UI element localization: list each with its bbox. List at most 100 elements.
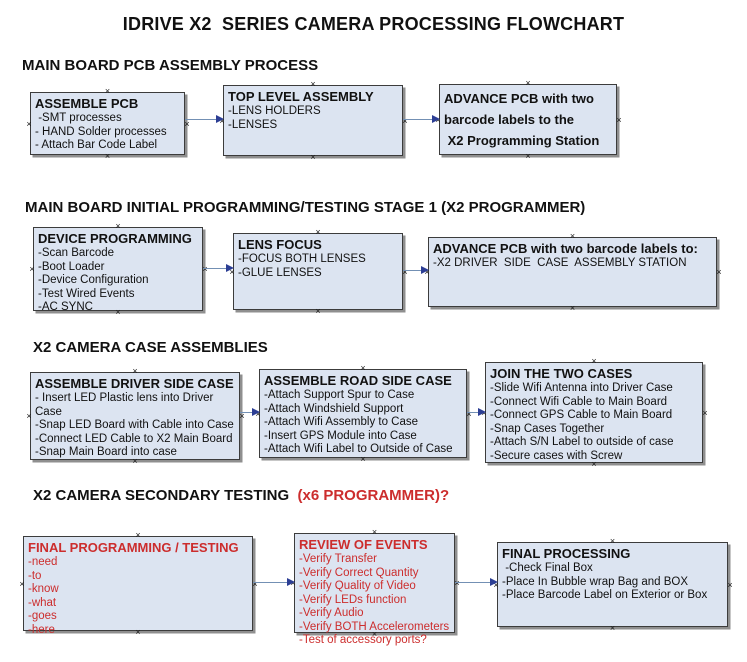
anchor-icon-right [183, 120, 191, 128]
flow-box-final-programming-testing: FINAL PROGRAMMING / TESTING -need -to -k… [23, 536, 253, 636]
box-item: -Device Configuration [38, 274, 149, 286]
box-item: -Connect GPS Cable to Main Board [490, 409, 673, 421]
arrow-shaft [253, 582, 288, 583]
anchor-icon-right [726, 581, 734, 589]
box-item: -Attach Wifi Label to Outside of Case [264, 443, 453, 455]
flow-box-join-the-two-cases: JOIN THE TWO CASES -Slide Wifi Antenna i… [485, 362, 703, 463]
anchor-icon-left [28, 265, 36, 273]
box-item: -Attach Support Spur to Case [264, 389, 415, 401]
arrowhead-icon [287, 578, 295, 586]
box-item: -Place In Bubble wrap Bag and BOX [502, 575, 689, 588]
box-item: -Slide Wifi Antenna into Driver Case [490, 382, 673, 394]
box-item: - HAND Solder processes [35, 125, 167, 138]
anchor-icon-right [715, 268, 723, 276]
flow-box-top-level-assembly: TOP LEVEL ASSEMBLY -LENS HOLDERS -LENSES [223, 85, 403, 156]
arrowhead-icon [226, 264, 234, 272]
arrowhead-icon [490, 578, 498, 586]
flow-box-final-processing: FINAL PROCESSING -Check Final Box -Place… [497, 542, 728, 627]
box-title: FINAL PROCESSING [502, 546, 631, 561]
box-item: -AC SYNC [38, 301, 93, 313]
box-item: - Attach Bar Code Label [35, 139, 158, 151]
section-heading-text: X2 CAMERA SECONDARY TESTING [33, 487, 298, 504]
flow-box-review-of-events: REVIEW OF EVENTS -Verify Transfer -Verif… [294, 533, 455, 646]
box-item: -Verify Correct Quantity [299, 566, 419, 579]
anchor-icon-right [238, 412, 246, 420]
box-item: -Verify Audio [299, 607, 364, 619]
box-item: -Verify LEDs function [299, 593, 407, 606]
box-item: -know [28, 583, 59, 595]
box-item: -SMT processes [35, 112, 122, 124]
arrowhead-icon [432, 115, 440, 123]
anchor-icon-bottom [134, 628, 142, 636]
anchor-icon-top [114, 222, 122, 230]
box-item: -Verify Transfer [299, 553, 377, 565]
box-item: -Test Wired Events [38, 287, 135, 300]
anchor-icon-bottom [569, 304, 577, 312]
box-item: -Verify Quality of Video [299, 580, 416, 592]
arrow-shaft [240, 412, 253, 413]
box-item: -Insert GPS Module into Case [264, 429, 417, 442]
flow-box-lens-focus: LENS FOCUS -FOCUS BOTH LENSES -GLUE LENS… [233, 233, 403, 310]
box-item: -goes [28, 610, 57, 622]
anchor-icon-top [359, 364, 367, 372]
anchor-icon-bottom [371, 630, 379, 638]
arrowhead-icon [421, 266, 429, 274]
flow-box-advance-pcb-programming-station: ADVANCE PCB with two barcode labels to t… [439, 84, 617, 155]
box-item: -Attach Windshield Support [264, 402, 404, 415]
anchor-icon-bottom [309, 153, 317, 161]
box-title: JOIN THE TWO CASES [490, 366, 633, 381]
anchor-icon-top [314, 228, 322, 236]
anchor-icon-bottom [314, 307, 322, 315]
anchor-icon-top [590, 357, 598, 365]
anchor-icon-bottom [131, 457, 139, 465]
box-item: -X2 DRIVER SIDE CASE ASSEMBLY STATION [433, 257, 687, 269]
arrow-shaft [455, 582, 491, 583]
box-item: -what [28, 596, 57, 609]
box-title: ASSEMBLE PCB [35, 96, 139, 111]
box-title: FINAL PROGRAMMING / TESTING [28, 540, 239, 555]
anchor-icon-left [25, 120, 33, 128]
anchor-icon-top [371, 528, 379, 536]
box-item: -Snap Main Board into case [35, 446, 177, 458]
box-item: -need [28, 556, 58, 568]
box-item: -LENS HOLDERS [228, 105, 321, 117]
flow-box-assemble-pcb: ASSEMBLE PCB -SMT processes - HAND Solde… [30, 92, 185, 155]
box-title: ADVANCE PCB with two barcode labels to t… [444, 91, 600, 148]
box-item: -Verify BOTH Accelerometers [299, 620, 450, 633]
anchor-icon-top [134, 531, 142, 539]
box-item: -here [28, 623, 55, 636]
anchor-icon-top [131, 367, 139, 375]
box-title: TOP LEVEL ASSEMBLY [228, 89, 374, 104]
anchor-icon-bottom [590, 460, 598, 468]
anchor-icon-right [201, 265, 209, 273]
section-heading-secondary-testing: X2 CAMERA SECONDARY TESTING (x6 PROGRAMM… [33, 487, 449, 504]
anchor-icon-left [25, 412, 33, 420]
anchor-icon-bottom [104, 152, 112, 160]
box-item: -FOCUS BOTH LENSES [238, 253, 366, 265]
box-item: -Attach Wifi Assembly to Case [264, 416, 419, 428]
arrow-shaft [203, 268, 227, 269]
box-item: -Secure cases with Screw [490, 449, 623, 462]
flow-box-advance-pcb-case-assembly: ADVANCE PCB with two barcode labels to: … [428, 237, 717, 307]
arrow-shaft [467, 412, 479, 413]
arrow-shaft [185, 119, 217, 120]
arrowhead-icon [478, 408, 486, 416]
box-title: REVIEW OF EVENTS [299, 537, 428, 552]
anchor-icon-top [104, 87, 112, 95]
box-item: -Connect Wifi Cable to Main Board [490, 395, 668, 408]
anchor-icon-top [609, 537, 617, 545]
box-item: -Snap Cases Together [490, 422, 605, 435]
anchor-icon-right [401, 117, 409, 125]
page-title: IDRIVE X2 SERIES CAMERA PROCESSING FLOWC… [122, 14, 625, 34]
flow-box-assemble-driver-side-case: ASSEMBLE DRIVER SIDE CASE - Insert LED P… [30, 372, 240, 460]
flow-box-device-programming: DEVICE PROGRAMMING -Scan Barcode -Boot L… [33, 227, 203, 313]
anchor-icon-right [615, 116, 623, 124]
box-item: -to [28, 569, 42, 582]
box-item: -Place Barcode Label on Exterior or Box [502, 589, 708, 601]
anchor-icon-right [251, 580, 259, 588]
box-item: -LENSES [228, 118, 278, 131]
box-item: -Attach S/N Label to outside of case [490, 436, 674, 448]
anchor-icon-top [524, 79, 532, 87]
section-heading-case-assemblies: X2 CAMERA CASE ASSEMBLIES [33, 339, 268, 356]
